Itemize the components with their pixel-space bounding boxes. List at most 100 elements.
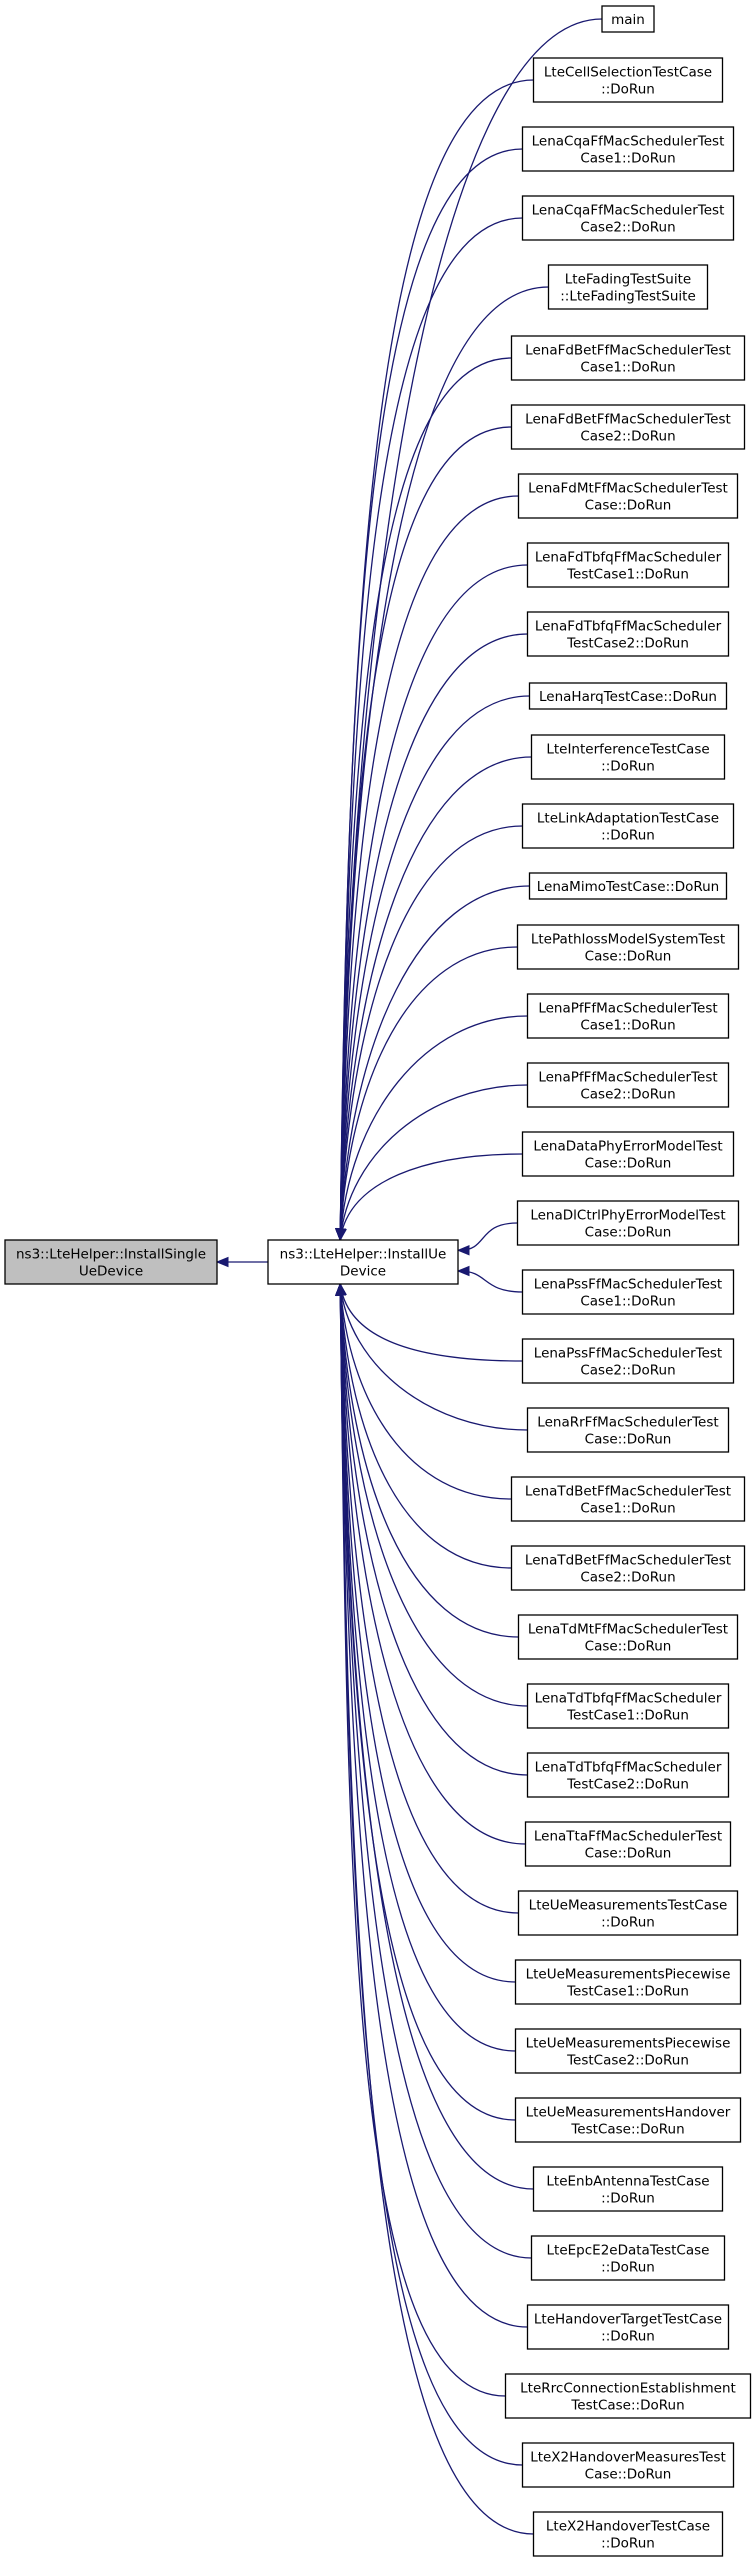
caller-node-label-line: LenaMimoTestCase::DoRun <box>537 879 720 895</box>
caller-node-label-line: LenaRrFfMacSchedulerTest <box>537 1415 718 1431</box>
caller-node[interactable]: LteInterferenceTestCase::DoRun <box>530 734 726 780</box>
caller-node-label-line: LteUeMeasurementsHandover <box>526 2105 731 2121</box>
call-edge <box>339 1283 528 1707</box>
caller-node-label-line: Case1::DoRun <box>580 360 675 376</box>
caller-node[interactable]: LteX2HandoverTestCase::DoRun <box>532 2511 724 2557</box>
caller-node-label-line: ::DoRun <box>601 82 655 98</box>
caller-node-label-line: TestCase1::DoRun <box>566 1984 689 2000</box>
caller-node-label-line: LteUeMeasurementsTestCase <box>529 1898 728 1914</box>
caller-node[interactable]: LteFadingTestSuite::LteFadingTestSuite <box>547 264 709 310</box>
caller-node-box <box>514 2097 742 2143</box>
caller-node-label-line: Case2::DoRun <box>580 1087 675 1103</box>
caller-node-box <box>526 1683 730 1729</box>
caller-node-label-line: LteEpcE2eDataTestCase <box>547 2243 710 2259</box>
graph-nodes: ns3::LteHelper::InstallSingleUeDevicens3… <box>4 5 752 2557</box>
caller-node[interactable]: LteCellSelectionTestCase::DoRun <box>532 57 724 103</box>
caller-node[interactable]: LteHandoverTargetTestCase::DoRun <box>526 2304 730 2350</box>
caller-node[interactable]: LteLinkAdaptationTestCase::DoRun <box>521 803 735 849</box>
root-node-label-line: ns3::LteHelper::InstallSingle <box>16 1247 206 1263</box>
caller-node-label-line: TestCase2::DoRun <box>566 1777 689 1793</box>
caller-node-label-line: LenaTdMtFfMacSchedulerTest <box>528 1622 728 1638</box>
caller-node[interactable]: LteRrcConnectionEstablishmentTestCase::D… <box>504 2373 752 2419</box>
caller-node-label-line: LteHandoverTargetTestCase <box>534 2312 722 2328</box>
call-edge <box>339 756 532 1241</box>
caller-node[interactable]: LteUeMeasurementsTestCase::DoRun <box>517 1890 739 1936</box>
caller-node-label-line: ::DoRun <box>601 828 655 844</box>
caller-node[interactable]: LteUeMeasurementsPiecewiseTestCase2::DoR… <box>514 2028 742 2074</box>
root-node-box <box>4 1239 218 1285</box>
caller-node-label-line: Case2::DoRun <box>580 220 675 236</box>
caller-node[interactable]: LenaHarqTestCase::DoRun <box>528 682 728 710</box>
caller-node-label-line: TestCase1::DoRun <box>566 567 689 583</box>
call-edge-arrow <box>456 1245 470 1256</box>
install-ue-device-node-label-line: ns3::LteHelper::InstallUe <box>280 1247 447 1263</box>
caller-node-label-line: LenaCqaFfMacSchedulerTest <box>532 203 725 219</box>
caller-node[interactable]: LteEpcE2eDataTestCase::DoRun <box>530 2235 726 2281</box>
caller-node-box <box>526 2304 730 2350</box>
caller-node-box <box>530 2235 726 2281</box>
caller-node-label-line: LenaDlCtrlPhyErrorModelTest <box>530 1208 725 1224</box>
caller-node-box <box>504 2373 752 2419</box>
caller-node-label-line: ::DoRun <box>601 2536 655 2552</box>
caller-node-box <box>514 2028 742 2074</box>
caller-node-box <box>526 1407 730 1453</box>
call-edge <box>339 1283 528 1431</box>
caller-node-box <box>532 2511 724 2557</box>
call-edge <box>339 695 530 1241</box>
caller-node-label-line: Case1::DoRun <box>580 1294 675 1310</box>
caller-node-box <box>532 57 724 103</box>
caller-node-label-line: Case2::DoRun <box>580 429 675 445</box>
call-edge <box>339 1084 528 1241</box>
caller-node-label-line: LenaPfFfMacSchedulerTest <box>538 1001 717 1017</box>
caller-node-label-line: LenaTdTbfqFfMacScheduler <box>535 1691 722 1707</box>
caller-node[interactable]: main <box>601 5 655 33</box>
call-edge <box>339 1283 523 2466</box>
call-edge <box>339 495 519 1241</box>
caller-node[interactable]: LenaMimoTestCase::DoRun <box>528 872 728 900</box>
caller-node-label-line: LenaHarqTestCase::DoRun <box>539 689 717 705</box>
caller-node-label-line: ::DoRun <box>601 759 655 775</box>
call-edge <box>339 1283 516 2121</box>
caller-node-box <box>526 611 730 657</box>
caller-node-label-line: LteX2HandoverMeasuresTest <box>530 2450 726 2466</box>
caller-node-box <box>517 1890 739 1936</box>
caller-node-label-line: Case::DoRun <box>585 949 672 965</box>
caller-node-box <box>526 993 730 1039</box>
caller-node-box <box>521 803 735 849</box>
caller-node-box <box>514 1959 742 2005</box>
caller-node[interactable]: LteUeMeasurementsPiecewiseTestCase1::DoR… <box>514 1959 742 2005</box>
call-edge <box>339 1283 532 2259</box>
caller-node-box <box>526 542 730 588</box>
caller-node-box <box>524 1821 732 1867</box>
caller-node-label-line: TestCase::DoRun <box>570 2122 684 2138</box>
caller-node-label-line: ::DoRun <box>601 1915 655 1931</box>
caller-node-label-line: LenaCqaFfMacSchedulerTest <box>532 134 725 150</box>
caller-node[interactable]: LteEnbAntennaTestCase::DoRun <box>532 2166 724 2212</box>
